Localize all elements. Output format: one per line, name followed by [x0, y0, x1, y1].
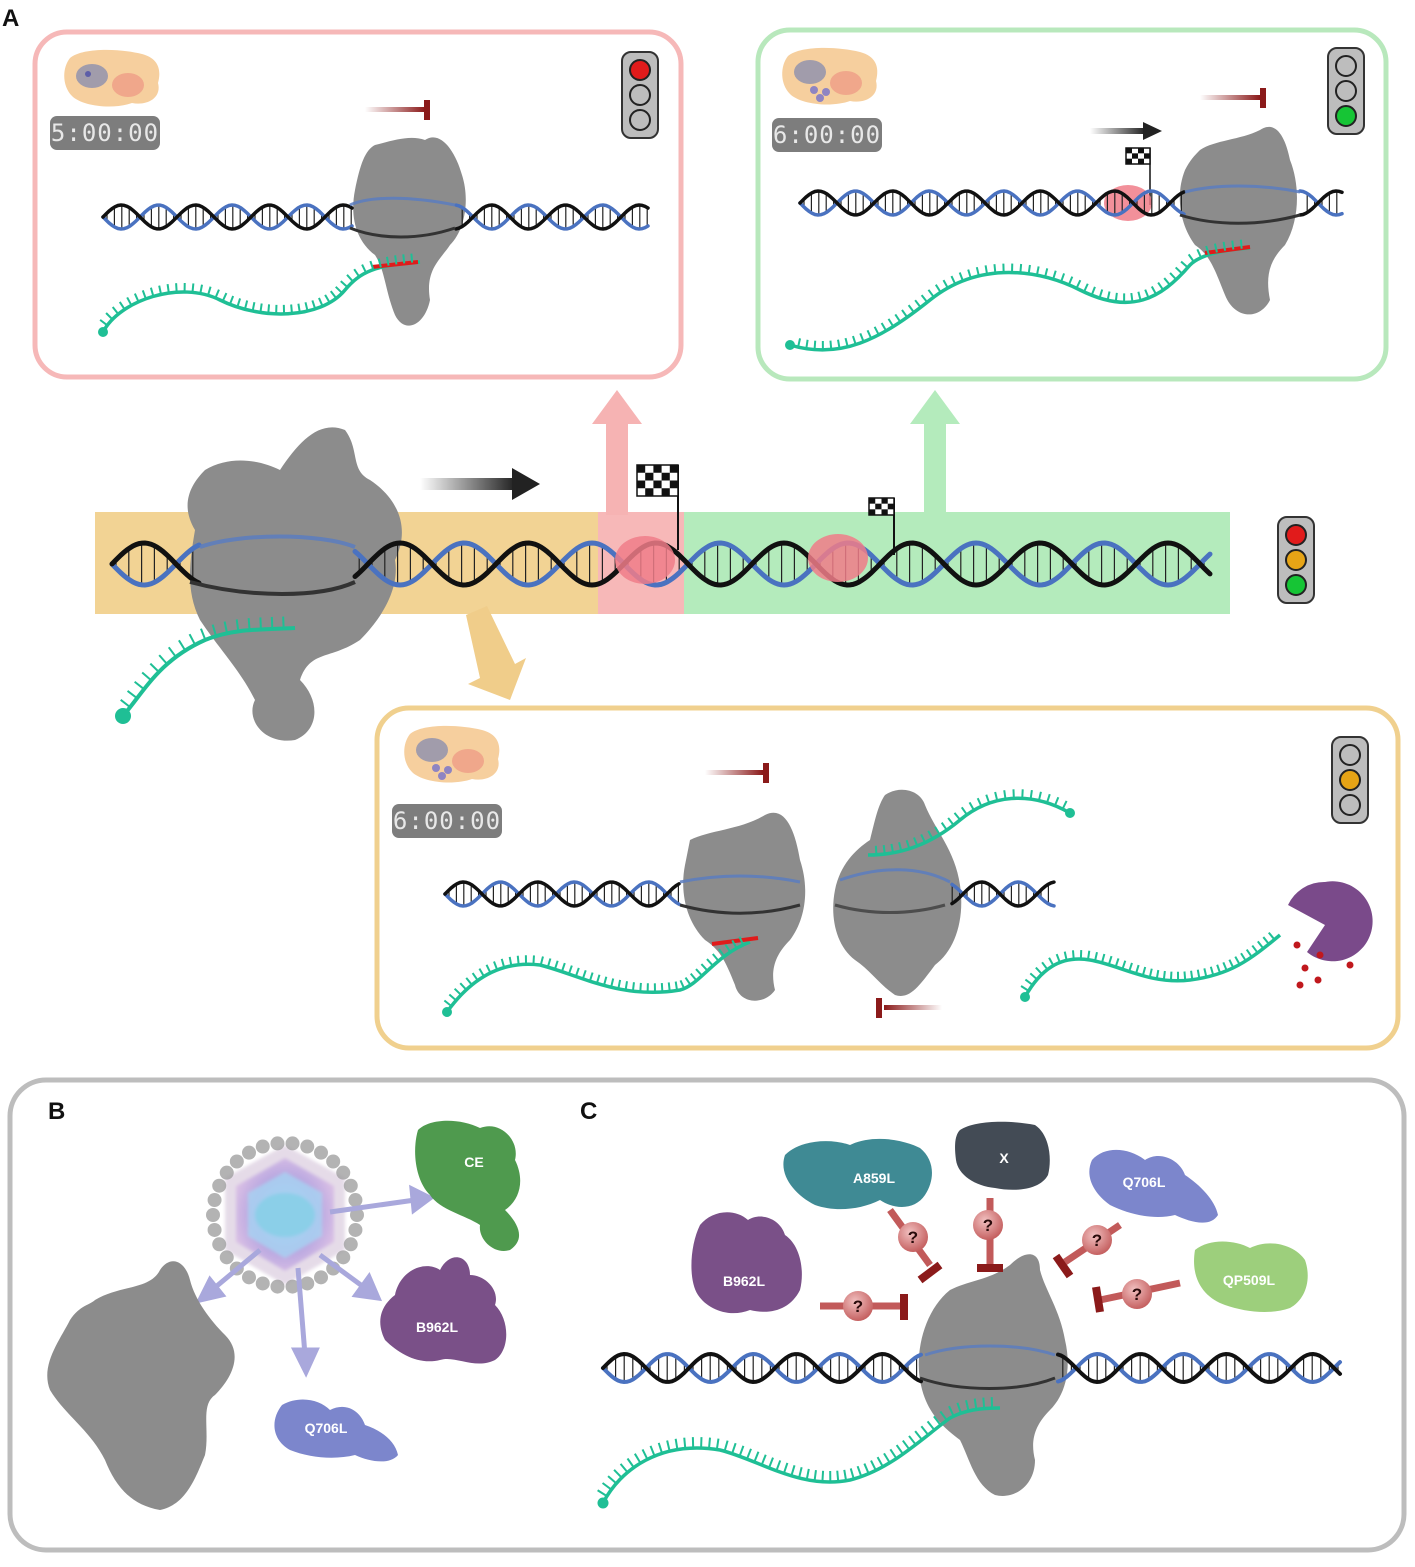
pink-up-arrow — [592, 390, 642, 515]
timer-display-amber: 6:00:00 — [392, 804, 502, 838]
green-up-arrow — [910, 390, 960, 515]
timer-display-red: 5:00:00 — [50, 116, 160, 150]
unknown-mechanism-mark: ? — [983, 1216, 993, 1235]
b962l-label-c: B962L — [723, 1273, 765, 1289]
panel-c-label: C — [580, 1098, 597, 1126]
unknown-mechanism-mark: ? — [908, 1228, 918, 1247]
pause-site — [808, 534, 868, 582]
panel-b-label: B — [48, 1098, 65, 1126]
host-cell-icon — [782, 48, 877, 105]
x-label: X — [999, 1150, 1009, 1166]
traffic-light-icon — [1328, 48, 1364, 134]
green-zone — [684, 512, 1230, 614]
q706l-label-b: Q706L — [305, 1420, 348, 1436]
unknown-mechanism-mark: ? — [1092, 1231, 1102, 1250]
host-cell-icon — [64, 50, 159, 107]
a859l-label: A859L — [853, 1170, 895, 1186]
qp509l-label: QP509L — [1223, 1272, 1276, 1288]
amber-down-arrow — [466, 606, 526, 700]
unknown-mechanism-mark: ? — [853, 1297, 863, 1316]
ce-label: CE — [464, 1154, 483, 1170]
b962l-label-b: B962L — [416, 1319, 458, 1335]
unknown-mechanism-mark: ? — [1132, 1285, 1142, 1304]
direction-arrow-shaft — [420, 478, 515, 490]
central-polymerase — [188, 427, 402, 740]
host-cell-icon — [404, 726, 499, 783]
panel-a-label: A — [2, 5, 19, 33]
q706l-label-c: Q706L — [1123, 1174, 1166, 1190]
traffic-light-icon — [1332, 737, 1368, 823]
pause-site — [615, 536, 675, 584]
traffic-light-icon — [622, 52, 658, 138]
timer-display-green: 6:00:00 — [772, 118, 882, 152]
direction-arrow-head — [512, 468, 540, 500]
traffic-light-icon — [1278, 517, 1314, 603]
bc-frame — [10, 1080, 1404, 1550]
